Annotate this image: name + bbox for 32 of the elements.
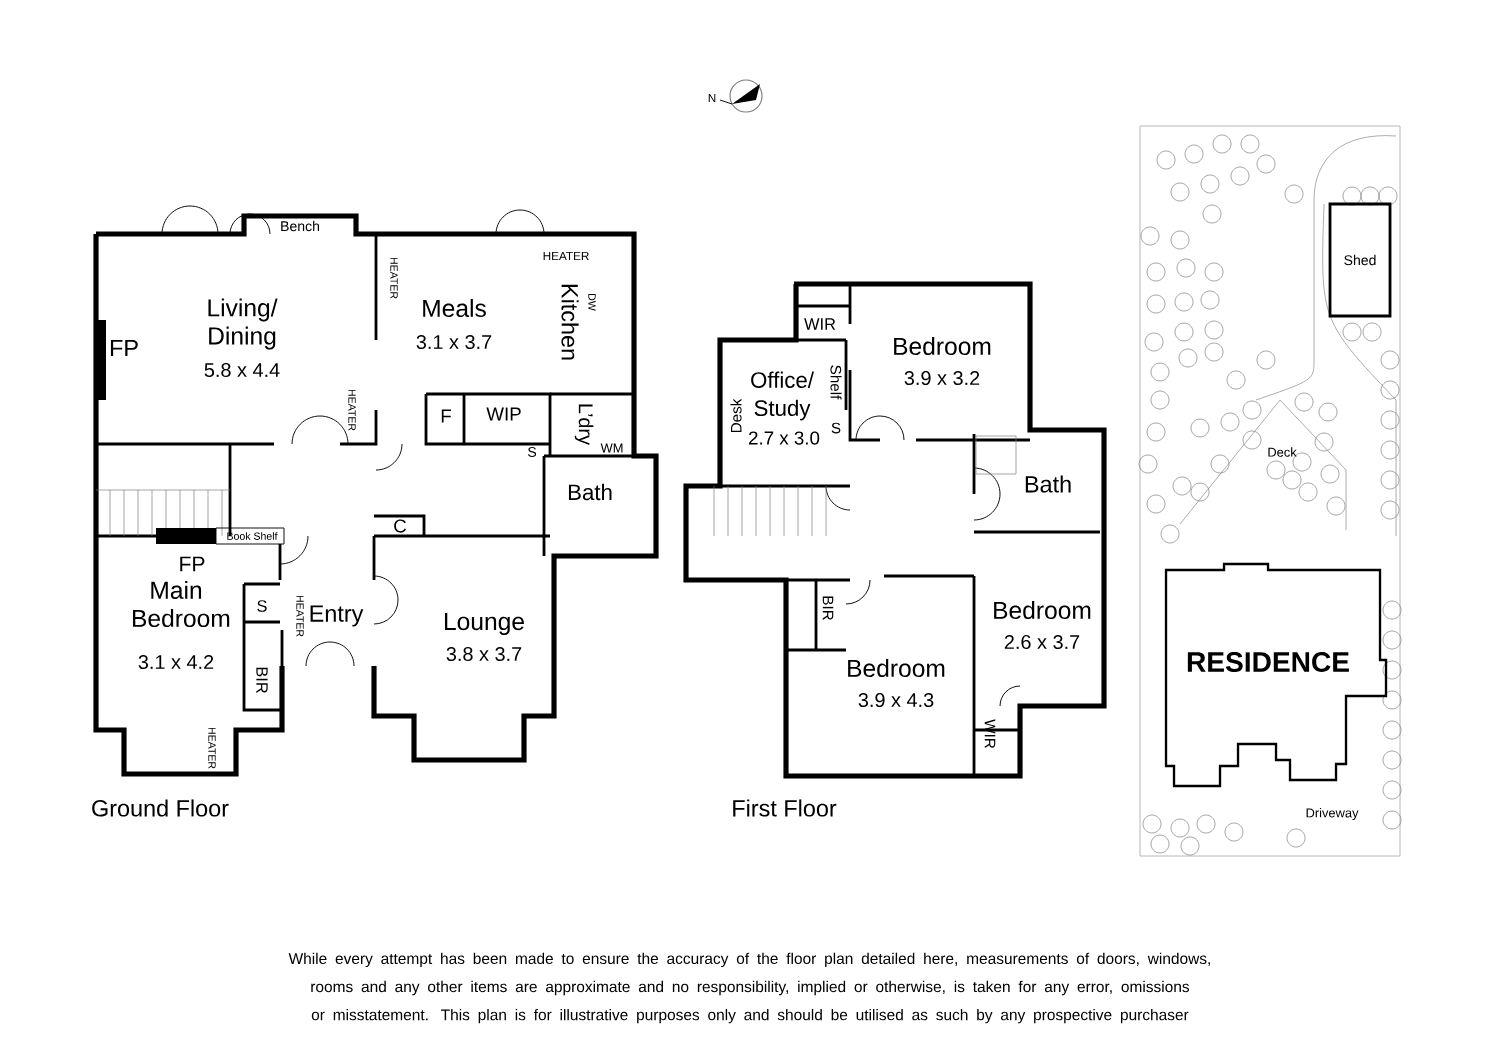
room-label: Lounge [445, 613, 524, 636]
dimension-label: 5.8 x 4.4 [204, 362, 280, 378]
floor-title: Ground Floor [92, 799, 229, 817]
room-label: Kitchen [561, 284, 579, 360]
room-label: Living/ Dining [208, 298, 278, 350]
room-label: L’dry [574, 404, 594, 445]
room-label: Office/ Study [751, 371, 814, 421]
fixture-label: WIR [804, 318, 836, 330]
fixture-label: S [257, 600, 267, 612]
room-label: Bedroom [994, 601, 1091, 620]
room-label: Bath [568, 483, 612, 501]
dimension-label: 3.9 x 3.2 [904, 370, 980, 386]
fixture-label: WIP [486, 407, 521, 421]
room-label: Main Bedroom [133, 580, 230, 628]
residence-outline: RESIDENCE [1164, 562, 1388, 788]
dimension-label: 3.9 x 4.3 [858, 693, 934, 708]
dimension-label: 3.1 x 3.7 [416, 334, 492, 350]
fixture-label: BIR [256, 667, 268, 693]
dimension-label: 2.6 x 3.7 [1004, 635, 1080, 650]
room-label: Bath [1025, 475, 1071, 493]
room-label: Bedroom [848, 659, 945, 678]
fixture-label: C [394, 519, 407, 533]
dimension-label: 3.1 x 4.2 [138, 655, 214, 670]
fixture-label: FP [110, 339, 138, 357]
room-label: Bedroom [894, 337, 991, 356]
dimension-label: 3.8 x 3.7 [446, 647, 522, 662]
fixture-label: F [441, 409, 451, 423]
room-label: Entry [310, 605, 364, 627]
dimension-label: 2.7 x 3.0 [749, 431, 820, 445]
floor-title: First Floor [733, 799, 837, 817]
room-label: Meals [423, 299, 486, 318]
fixture-label: FP [180, 556, 205, 572]
